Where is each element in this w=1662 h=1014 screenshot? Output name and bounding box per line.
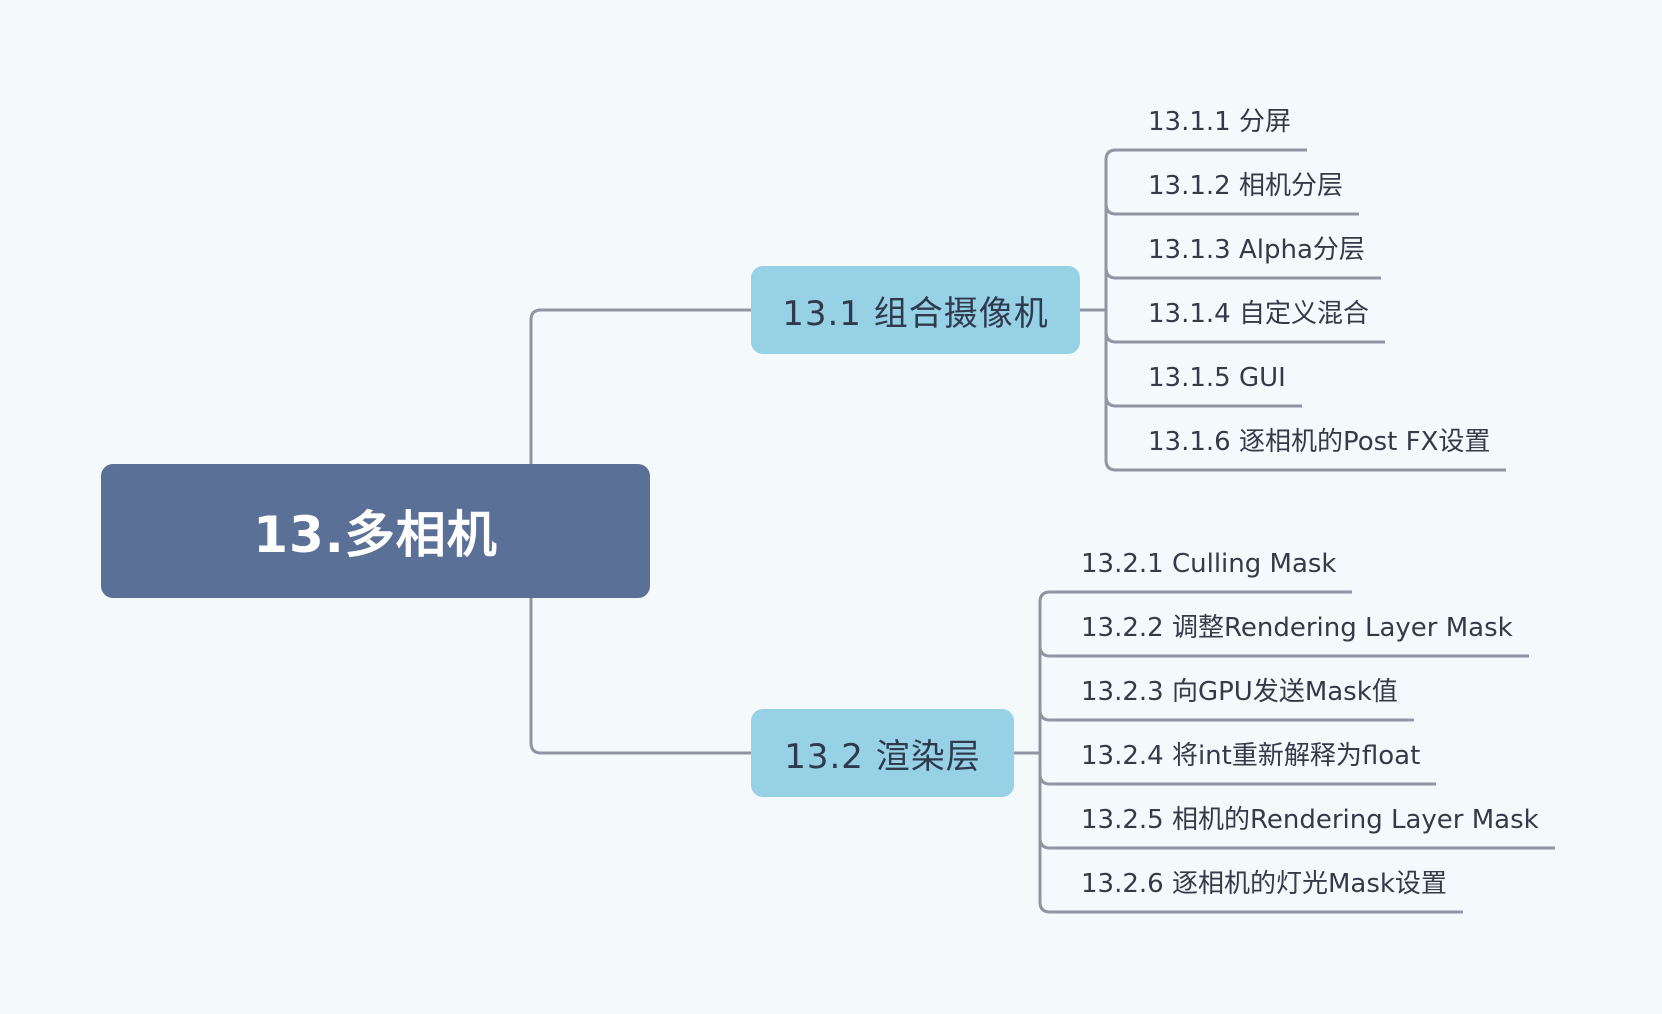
branch-topic-13-1[interactable]: 13.1 组合摄像机 xyxy=(751,266,1080,354)
leaf-topic-13-1-6[interactable]: 13.1.6 逐相机的Post FX设置 xyxy=(1148,427,1491,457)
leaf-2-4-underline xyxy=(1038,773,1436,786)
leaf-1-3-underline xyxy=(1104,267,1381,280)
leaf-topic-13-1-2[interactable]: 13.1.2 相机分层 xyxy=(1148,171,1343,201)
leaf-2-6-underline xyxy=(1038,901,1463,914)
branch-topic-13-2[interactable]: 13.2 渲染层 xyxy=(751,709,1014,797)
leaf-topic-13-1-3[interactable]: 13.1.3 Alpha分层 xyxy=(1148,235,1365,265)
leaf-topic-13-2-3[interactable]: 13.2.3 向GPU发送Mask值 xyxy=(1081,677,1398,707)
leaf-2-1-underline xyxy=(1038,590,1352,603)
leaf-topic-13-1-1[interactable]: 13.1.1 分屏 xyxy=(1148,107,1291,137)
leaf-topic-13-2-2[interactable]: 13.2.2 调整Rendering Layer Mask xyxy=(1081,613,1513,643)
leaf-1-4-underline xyxy=(1104,331,1385,344)
leaf-2-5-underline xyxy=(1038,837,1555,850)
leaf-topic-13-2-5[interactable]: 13.2.5 相机的Rendering Layer Mask xyxy=(1081,805,1539,835)
leaf-2-3-underline xyxy=(1038,709,1414,722)
leaf-topic-13-1-4[interactable]: 13.1.4 自定义混合 xyxy=(1148,299,1369,329)
leaf-1-5-underline xyxy=(1104,395,1302,408)
leaf-1-1-underline xyxy=(1104,148,1307,161)
leaf-topic-13-2-1[interactable]: 13.2.1 Culling Mask xyxy=(1081,549,1337,579)
root-to-branch-2-connector xyxy=(529,596,753,755)
root-topic[interactable]: 13.多相机 xyxy=(101,464,650,598)
leaf-2-2-underline xyxy=(1038,645,1529,658)
leaf-topic-13-1-5[interactable]: 13.1.5 GUI xyxy=(1148,363,1286,393)
leaf-topic-13-2-6[interactable]: 13.2.6 逐相机的灯光Mask设置 xyxy=(1081,869,1447,899)
root-to-branch-1-connector xyxy=(529,308,753,466)
leaf-1-6-underline xyxy=(1104,459,1506,472)
leaf-1-2-underline xyxy=(1104,203,1359,216)
leaf-topic-13-2-4[interactable]: 13.2.4 将int重新解释为float xyxy=(1081,741,1421,771)
